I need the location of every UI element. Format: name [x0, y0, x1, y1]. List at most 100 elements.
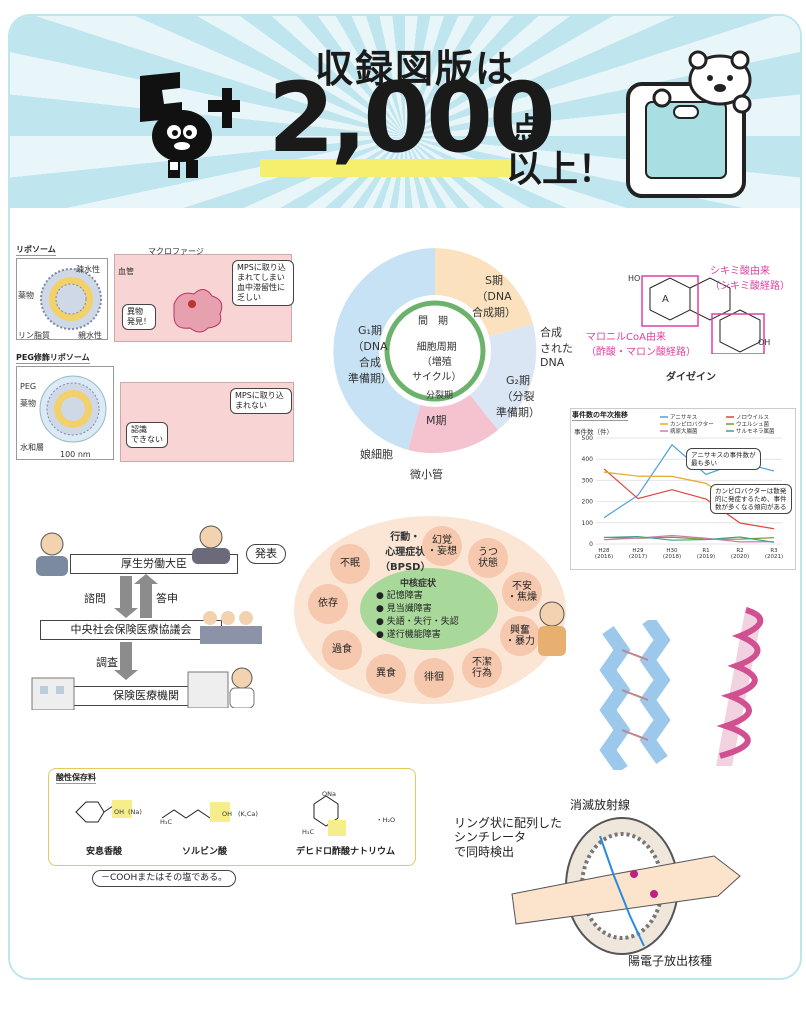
series-line-4: [603, 534, 775, 543]
benzoic-oh: OH: [114, 808, 125, 816]
core-symptom-item: ● 失語・失行・失認: [376, 617, 459, 627]
hospital-building-icon: [31, 677, 75, 710]
x-tick-label: R1: [702, 548, 709, 554]
cell-cycle-diagram: [333, 248, 537, 454]
core-symptom-item: ● 見当識障害: [376, 604, 432, 614]
dehydro-h2o: ・H₂O: [376, 816, 396, 824]
survey-arrowhead: [114, 670, 138, 680]
phospholipid-label: リン脂質: [18, 331, 50, 340]
y-tick-label: 100: [582, 520, 594, 527]
y-tick-label: 500: [582, 435, 594, 442]
synthesized-dna-label: 合成 された DNA: [540, 326, 573, 369]
macrophage-icon: [173, 289, 223, 333]
sorbic-oh: OH: [222, 810, 233, 818]
s-phase-label: S期 （DNA 合成期）: [472, 274, 516, 319]
daidzein-name: ダイゼイン: [666, 372, 716, 383]
x-tick-label: (2021): [765, 554, 783, 560]
division-label: 分裂期: [426, 391, 454, 401]
x-tick-label: (2018): [663, 554, 681, 560]
size-label: 100 nm: [60, 450, 91, 459]
core-symptom-item: ● 遂行機能障害: [376, 630, 441, 640]
page-frame: 収録図版は 2,000 点 以上！: [8, 14, 802, 980]
microtubule-label: 微小管: [410, 468, 443, 481]
positron-label: 陽電子放出核種: [628, 954, 713, 968]
report-arrow: [140, 584, 152, 618]
g1-phase-label: G₁期 （DNA 合成 準備期）: [348, 324, 392, 385]
dehydroacetate-structure: [313, 795, 346, 836]
preservative-note: －COOHまたはその塩である。: [92, 870, 237, 888]
interphase-label: 間 期: [418, 316, 448, 327]
council-box: 中央社会保険医療協議会: [40, 620, 222, 640]
sorbic-h3c: H₃C: [160, 818, 173, 826]
peg-liposome-title: PEG修飾リポソーム: [16, 353, 90, 364]
liposome-sphere-icon: [40, 268, 102, 330]
legend-label: サルモネラ属菌: [736, 427, 775, 435]
insomnia-circle: 不眠: [330, 544, 370, 584]
g2-phase-label: G₂期 （分裂 準備期）: [496, 374, 540, 419]
sorbic-name: ソルビン酸: [182, 847, 228, 857]
unclean-circle: 不潔 行為: [462, 648, 502, 688]
core-symptom-item: ● 記憶障害: [376, 591, 423, 601]
excitement-circle: 興奮 ・暴力: [500, 616, 540, 656]
series-line-1: [603, 468, 775, 530]
alpha-helix-illustration: [716, 606, 764, 766]
x-tick-label: R2: [736, 548, 743, 554]
banner-suffix-bottom: 以上！: [506, 149, 615, 190]
core-symptom-list: ● 記憶障害 ● 見当識障害 ● 失語・失行・失認 ● 遂行機能障害: [376, 590, 459, 642]
council-people-icon: [200, 611, 262, 644]
minister-person-icon: [192, 525, 230, 564]
x-tick-label: (2020): [731, 554, 749, 560]
peg-liposome-sphere-icon: [39, 375, 107, 443]
pica-circle: 異食: [366, 654, 406, 694]
sorbic-acid-structure: [161, 802, 230, 822]
benzoic-acid-structure: [75, 800, 132, 823]
consult-arrowhead: [114, 608, 138, 618]
cell-cycle-center-label: 細胞周期 （増殖 サイクル）: [412, 342, 462, 383]
liposome-section: リポソーム PEG修飾リポソーム 疎水性 薬物 リン脂質 親水性 マクロファージ…: [14, 238, 294, 462]
dehydro-h3c: H₃C: [302, 828, 315, 836]
drug-label: 薬物: [18, 291, 34, 300]
chart-annotation-2: カンピロバクターは散発 的に発症するため、事件 数が多くなる傾向がある: [710, 484, 792, 515]
announce-bubble: 発表: [246, 544, 286, 564]
core-title: 中核症状: [400, 579, 437, 589]
banner-number: 2,000: [268, 62, 556, 174]
y-tick-label: 200: [582, 499, 594, 506]
drug2-label: 薬物: [20, 399, 36, 408]
shikimi-label: シキミ酸由来 （シキミ酸経路）: [710, 266, 790, 292]
legend-label: ウエルシュ菌: [736, 420, 770, 428]
ho-label: HO: [628, 274, 641, 283]
survey-label: 調査: [96, 656, 118, 669]
consult-label: 諮問: [84, 592, 106, 605]
mps-bubble2: MPSに取り込まれない: [230, 388, 292, 414]
x-tick-label: (2017): [629, 554, 647, 560]
legend-label: カンピロバクター: [670, 420, 714, 428]
preservative-title: 酸性保存料: [56, 773, 96, 784]
beta-sheet-illustration: [599, 620, 671, 770]
hydrophilic-label: 親水性: [78, 331, 102, 340]
x-tick-label: H30: [666, 548, 678, 554]
hydrophobic-label: 疎水性: [76, 265, 100, 274]
anxiety-circle: 不安 ・焦燥: [502, 572, 542, 612]
foreign-found-bubble: 異物 発見！: [122, 304, 156, 330]
y-tick-label: 400: [582, 456, 594, 463]
peg-label: PEG: [20, 382, 37, 391]
chart-ylabel: 事件数（件）: [574, 428, 613, 436]
blood-vessel-label: 血管: [118, 267, 134, 276]
dehydro-ona: ONa: [322, 790, 336, 798]
banner-title: 収録図版は: [315, 47, 516, 91]
cannot-recognize-bubble: 認識 できない: [126, 422, 168, 448]
benzoic-name: 安息香酸: [86, 847, 123, 857]
legend-label: アニサキス: [670, 414, 697, 421]
x-tick-label: R3: [770, 548, 778, 554]
daidzein-structure: [641, 275, 765, 354]
dependence-circle: 依存: [308, 584, 348, 624]
scintillator-label: リング状に配列した シンチレータ で同時検出: [454, 816, 563, 859]
highlight-marker: [260, 159, 512, 177]
institution-box: 保険医療機関: [70, 686, 222, 706]
hallucination-circle: 幻覚 ・妄想: [422, 526, 462, 566]
y-tick-label: 300: [582, 477, 594, 484]
x-tick-label: (2019): [697, 554, 715, 560]
dehydro-name: デヒドロ酢酸ナトリウム: [296, 847, 396, 857]
liposome-title: リポソーム: [16, 245, 56, 256]
report-arrowhead: [134, 574, 158, 584]
